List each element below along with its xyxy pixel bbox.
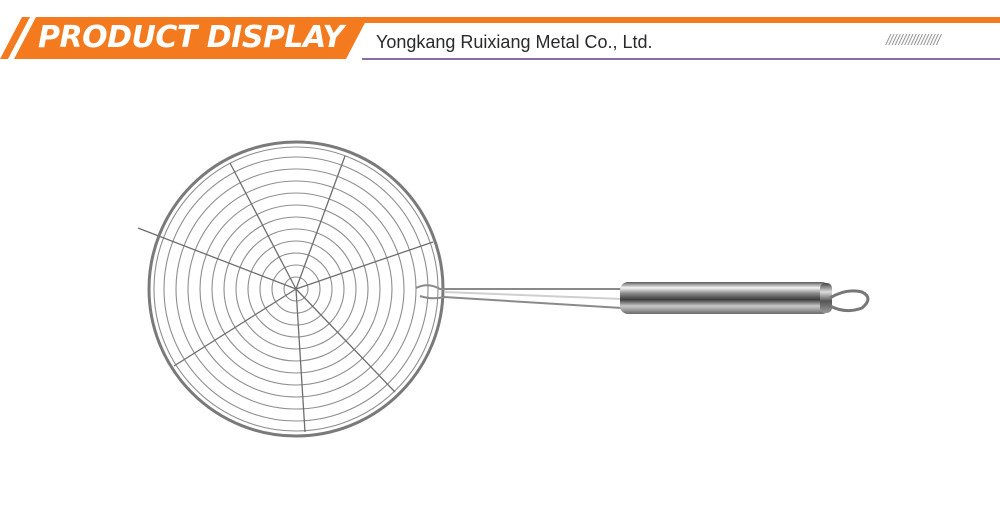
header-top-rule [350, 17, 1000, 23]
hanging-loop [829, 289, 870, 313]
company-name: Yongkang Ruixiang Metal Co., Ltd. [376, 32, 653, 52]
strainer-neck-highlight [443, 291, 623, 300]
header-bottom-rule [362, 58, 1000, 60]
strainer-handle-cap [820, 283, 832, 313]
decorative-slashes: ///////////////// [886, 32, 941, 49]
section-header: PRODUCT DISPLAY Yongkang Ruixiang Metal … [0, 0, 1000, 70]
strainer-spokes [137, 155, 434, 433]
header-tab [0, 17, 368, 59]
strainer-mesh [153, 146, 439, 432]
mesh-strainer-skimmer-icon [137, 140, 870, 438]
strainer-neck-wire [415, 284, 622, 290]
section-title: PRODUCT DISPLAY [38, 20, 344, 55]
strainer-handle [620, 282, 830, 314]
strainer-neck-wire-lower [419, 295, 623, 309]
